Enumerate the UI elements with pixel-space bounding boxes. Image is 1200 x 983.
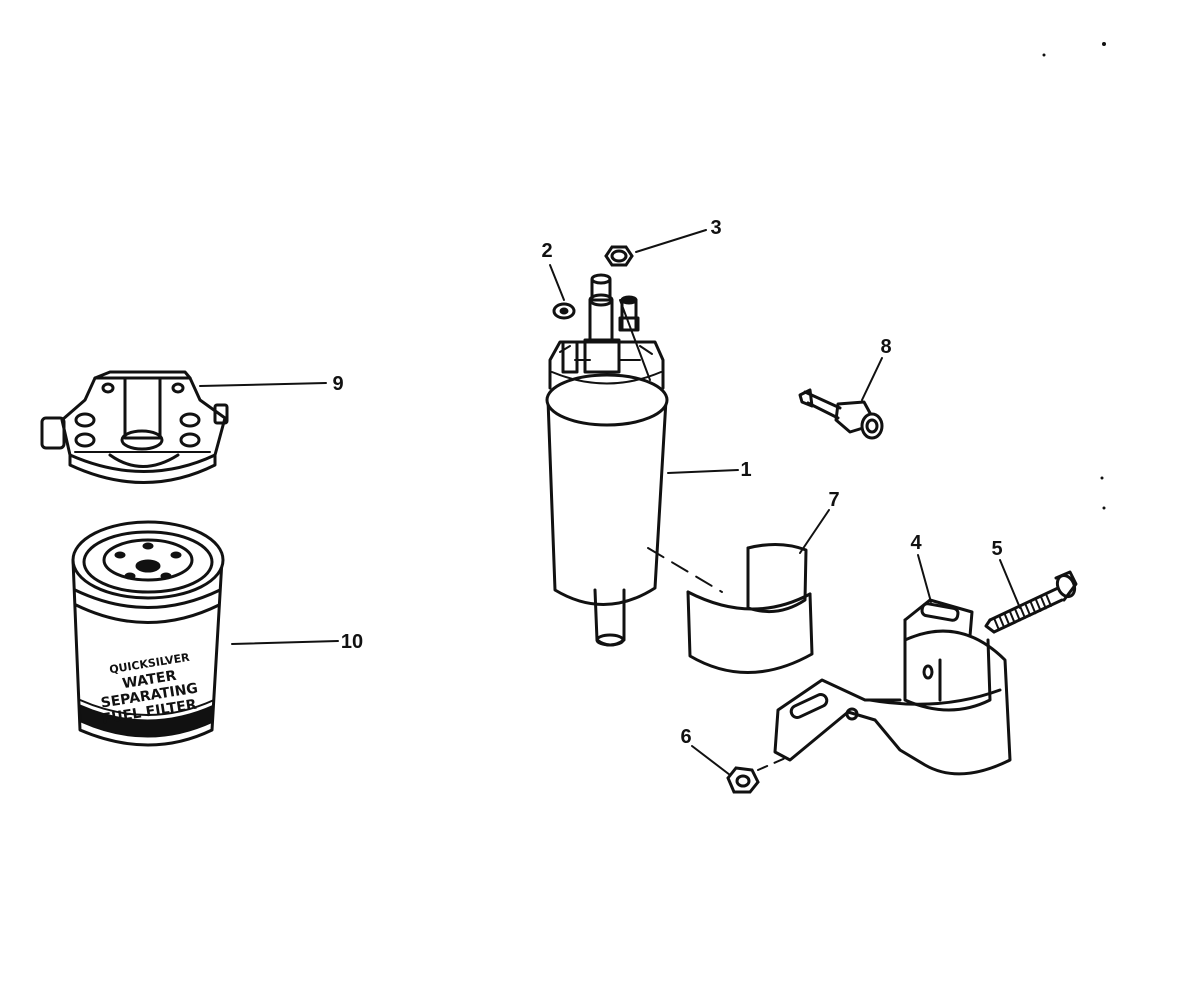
fuel-fitting xyxy=(798,388,884,440)
bolt-thread-line xyxy=(1045,593,1052,607)
callout-7: 7 xyxy=(828,489,839,511)
callout-labels: 1 2 3 4 5 6 7 8 9 10 xyxy=(332,217,1002,748)
callout-10: 10 xyxy=(341,631,363,653)
callout-2: 2 xyxy=(541,240,552,262)
fuel-filter-canister xyxy=(71,520,225,747)
bolt-thread-line xyxy=(1008,609,1016,624)
bolt-thread-line xyxy=(1003,612,1011,627)
bolt-thread-line xyxy=(1013,607,1021,622)
callout-5: 5 xyxy=(991,538,1002,560)
bolt-thread-line xyxy=(1039,595,1047,610)
bolt-thread-line xyxy=(998,614,1006,629)
bolt-thread-line xyxy=(1034,597,1042,612)
bolt-thread-line xyxy=(1029,600,1037,615)
assembly-guide-lines xyxy=(647,547,791,771)
callout-9: 9 xyxy=(332,373,343,395)
callout-3: 3 xyxy=(710,217,721,239)
filter-base xyxy=(40,370,229,484)
callout-8: 8 xyxy=(880,336,891,358)
insulator-sleeve xyxy=(686,543,814,674)
scan-specks xyxy=(1042,42,1106,510)
leader-lines xyxy=(199,229,1021,776)
mounting-bracket xyxy=(773,598,1012,776)
callout-6: 6 xyxy=(680,726,691,748)
bolt-thread-line xyxy=(993,617,1000,631)
locknut xyxy=(726,766,760,794)
terminal-nut-large xyxy=(604,245,634,267)
fuel-pump xyxy=(545,273,669,647)
callout-1: 1 xyxy=(740,459,751,481)
bolt xyxy=(984,570,1078,634)
terminal-nut-small xyxy=(552,302,576,320)
callout-4: 4 xyxy=(910,532,922,554)
bolt-thread-line xyxy=(1024,602,1032,617)
